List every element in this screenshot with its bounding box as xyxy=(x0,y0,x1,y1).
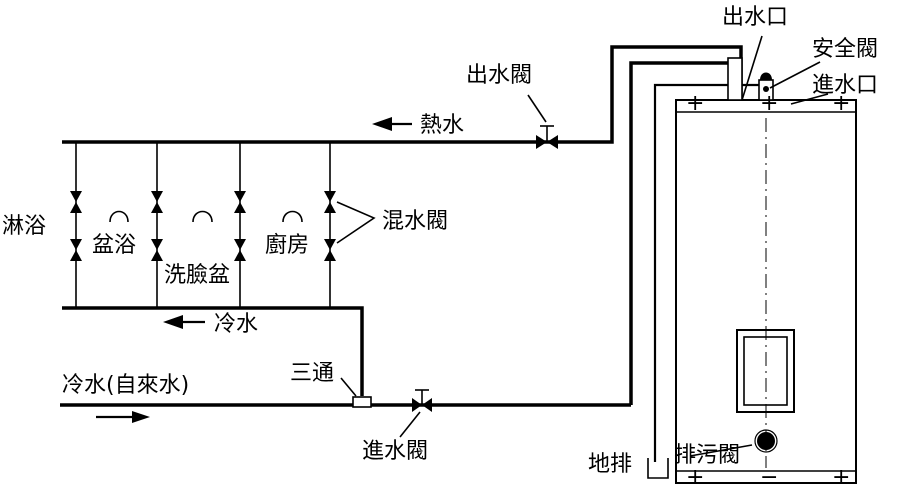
tee-label: 三通 xyxy=(290,361,334,386)
valve-icon xyxy=(70,202,82,213)
cold-water-supply-label: 冷水(自來水) xyxy=(62,373,189,398)
washbasin-label: 洗臉盆 xyxy=(164,263,230,288)
tank-mark: − xyxy=(760,465,778,490)
valve-icon xyxy=(324,191,336,202)
inlet-label: 進水口 xyxy=(812,73,878,98)
valve-icon xyxy=(234,191,246,202)
bathtub-label: 盆浴 xyxy=(92,233,136,258)
valve-icon xyxy=(234,202,246,213)
tank-mark: + xyxy=(832,465,850,490)
valve-icon xyxy=(70,239,82,250)
branch-valves xyxy=(70,191,336,261)
floor-drain-label: 地排 xyxy=(588,452,632,477)
valve-icon xyxy=(151,250,163,261)
drain-valve-label: 排污閥 xyxy=(674,443,740,468)
fixture-faucets xyxy=(109,210,303,223)
inlet-valve xyxy=(399,389,432,438)
valve-icon xyxy=(234,250,246,261)
valve-icon xyxy=(151,202,163,213)
tank-mark: + xyxy=(686,465,704,490)
hot-water-flow-arrow xyxy=(372,117,412,131)
inlet-valve-label: 進水閥 xyxy=(362,439,428,464)
hot-water-label: 熱水 xyxy=(420,113,464,138)
tank-mark: + xyxy=(832,91,850,116)
valve-icon xyxy=(324,202,336,213)
valve-icon xyxy=(151,191,163,202)
outlet-label: 出水口 xyxy=(722,5,788,30)
valve-icon xyxy=(324,250,336,261)
mixing-valve-pointer xyxy=(336,201,376,244)
tee-fitting xyxy=(340,377,372,408)
kitchen-label: 廚房 xyxy=(265,233,309,258)
tank-marks: + + + + − + xyxy=(686,91,850,490)
cold-water-flow-arrow xyxy=(163,315,205,329)
water-heater-tank xyxy=(675,57,857,484)
valve-icon xyxy=(324,239,336,250)
cold-water-branch-pipe xyxy=(62,306,364,396)
tank-mark: + xyxy=(760,91,778,116)
outlet-valve xyxy=(527,94,558,149)
cold-water-branch-label: 冷水 xyxy=(214,312,258,337)
valve-icon xyxy=(70,191,82,202)
safety-valve-label: 安全閥 xyxy=(812,37,878,62)
tank-mark: + xyxy=(686,91,704,116)
outlet-valve-label: 出水閥 xyxy=(466,63,532,88)
leader-lines xyxy=(689,35,829,457)
valve-icon xyxy=(151,239,163,250)
supply-flow-arrow xyxy=(96,411,150,423)
valve-icon xyxy=(70,250,82,261)
mixing-valve-label: 混水閥 xyxy=(382,209,448,234)
shower-label: 淋浴 xyxy=(2,214,46,239)
valve-icon xyxy=(234,239,246,250)
